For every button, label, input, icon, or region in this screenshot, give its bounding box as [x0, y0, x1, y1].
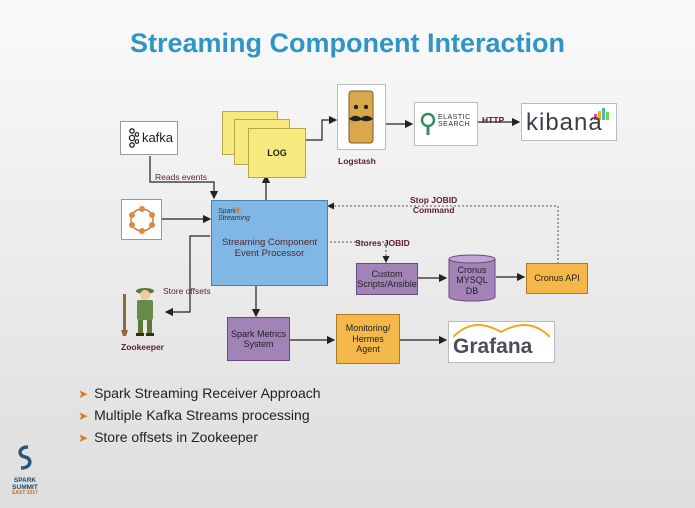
kafka-to-processor-arrow [149, 156, 219, 200]
event-processor-label: Streaming Component Event Processor [212, 237, 327, 260]
monitoring-line2: Hermes [352, 333, 384, 344]
spark-metrics-line1: Spark Metrics [230, 328, 286, 339]
kafka-label: kafka [141, 129, 174, 145]
store-offsets-label: Store offsets [163, 286, 211, 296]
logstash-label: Logstash [338, 156, 376, 166]
grafana-wave-icon [453, 324, 550, 338]
elasticsearch-icon [420, 112, 436, 135]
cluster-ring-node [121, 199, 162, 240]
cronus-db-line1: Cronus [457, 265, 487, 275]
zookeeper-icon [121, 288, 154, 336]
cluster-ring-icon [128, 205, 155, 234]
reads-events-label: Reads events [155, 172, 207, 182]
processor-line1: Streaming Component [221, 237, 318, 248]
spark-summit-text: SPARK SUMMIT EAST 2017 [8, 477, 42, 497]
logo-line3: EAST 2017 [12, 490, 38, 497]
stop-jobid-line2: Command [412, 205, 455, 216]
monitoring-line3: Agent [356, 344, 380, 355]
monitoring-line1: Monitoring/ [345, 323, 391, 334]
grafana-logo: Grafana [448, 321, 555, 363]
logstash-icon [348, 90, 374, 144]
logo-line1: SPARK [13, 477, 37, 484]
kibana-logo: kibana [521, 103, 617, 141]
spark-logo-text: Spark [218, 208, 237, 215]
cronus-db-label: Cronus MYSQL DB [448, 265, 496, 296]
database-icon [448, 254, 496, 302]
stop-jobid-label: Stop JOBID Command [410, 195, 457, 215]
zookeeper-label: Zookeeper [121, 342, 164, 352]
event-processor-box: Spark Streaming Streaming Component Even… [211, 200, 328, 286]
api-to-processor-arrow [327, 202, 559, 264]
log-box: LOG [248, 128, 306, 178]
elasticsearch-logo: ELASTIC SEARCH [414, 102, 478, 146]
arrow-bullet-icon: ➤ [78, 409, 89, 423]
http-label: HTTP [482, 115, 505, 125]
spark-metrics-box: Spark Metrics System [227, 317, 290, 361]
bullet-text: Spark Streaming Receiver Approach [94, 385, 321, 401]
bullet-item: ➤ Spark Streaming Receiver Approach [78, 382, 321, 404]
bullet-text: Multiple Kafka Streams processing [94, 407, 310, 423]
custom-scripts-line2: Scripts/Ansible [357, 279, 417, 289]
kafka-logo: kafka [120, 121, 178, 155]
spark-summit-swirl-icon [18, 445, 32, 470]
kafka-icon [128, 128, 139, 148]
spark-star-icon [234, 206, 242, 214]
slide-title: Streaming Component Interaction [129, 28, 566, 58]
processor-to-scripts-arrow [330, 241, 390, 263]
grafana-label: Grafana [453, 335, 533, 358]
stores-jobid-label: Stores JOBID [355, 238, 410, 248]
cronus-db-line3: DB [465, 285, 479, 296]
logo-line2: SUMMIT [12, 484, 38, 492]
zookeeper-figure [121, 284, 163, 338]
cronus-db-line2: MYSQL [456, 275, 488, 286]
monitoring-agent-box: Monitoring/ Hermes Agent [336, 314, 400, 364]
kibana-bars-icon [594, 108, 609, 120]
arrow-bullet-icon: ➤ [78, 387, 89, 401]
custom-scripts-line1: Custom [371, 268, 403, 279]
bullet-text: Store offsets in Zookeeper [94, 429, 259, 445]
stop-jobid-line1: Stop JOBID [410, 195, 458, 205]
bullet-list: ➤ Spark Streaming Receiver Approach ➤ Mult… [78, 382, 321, 448]
custom-scripts-box: Custom Scripts/Ansible [356, 263, 418, 295]
spark-summit-logo: SPARK SUMMIT EAST 2017 [8, 444, 42, 502]
processor-line2: Event Processor [234, 248, 305, 260]
cronus-api-box: Cronus API [526, 263, 588, 294]
spark-metrics-line2: System [243, 339, 274, 349]
elasticsearch-label: ELASTIC SEARCH [438, 114, 471, 128]
logstash-logo [337, 84, 386, 150]
spark-streaming-logo: Spark Streaming [218, 208, 250, 222]
processor-to-zookeeper-arrow [164, 235, 210, 317]
streaming-logo-text: Streaming [218, 215, 250, 222]
log-to-logstash-arrow [304, 115, 338, 141]
bullet-item: ➤ Store offsets in Zookeeper [78, 426, 321, 448]
kibana-label: kibana [526, 109, 603, 136]
bullet-item: ➤ Multiple Kafka Streams processing [78, 404, 321, 426]
cronus-db-cylinder: Cronus MYSQL DB [448, 254, 496, 302]
arrow-bullet-icon: ➤ [78, 431, 89, 445]
log-stack: LOG [222, 111, 306, 178]
